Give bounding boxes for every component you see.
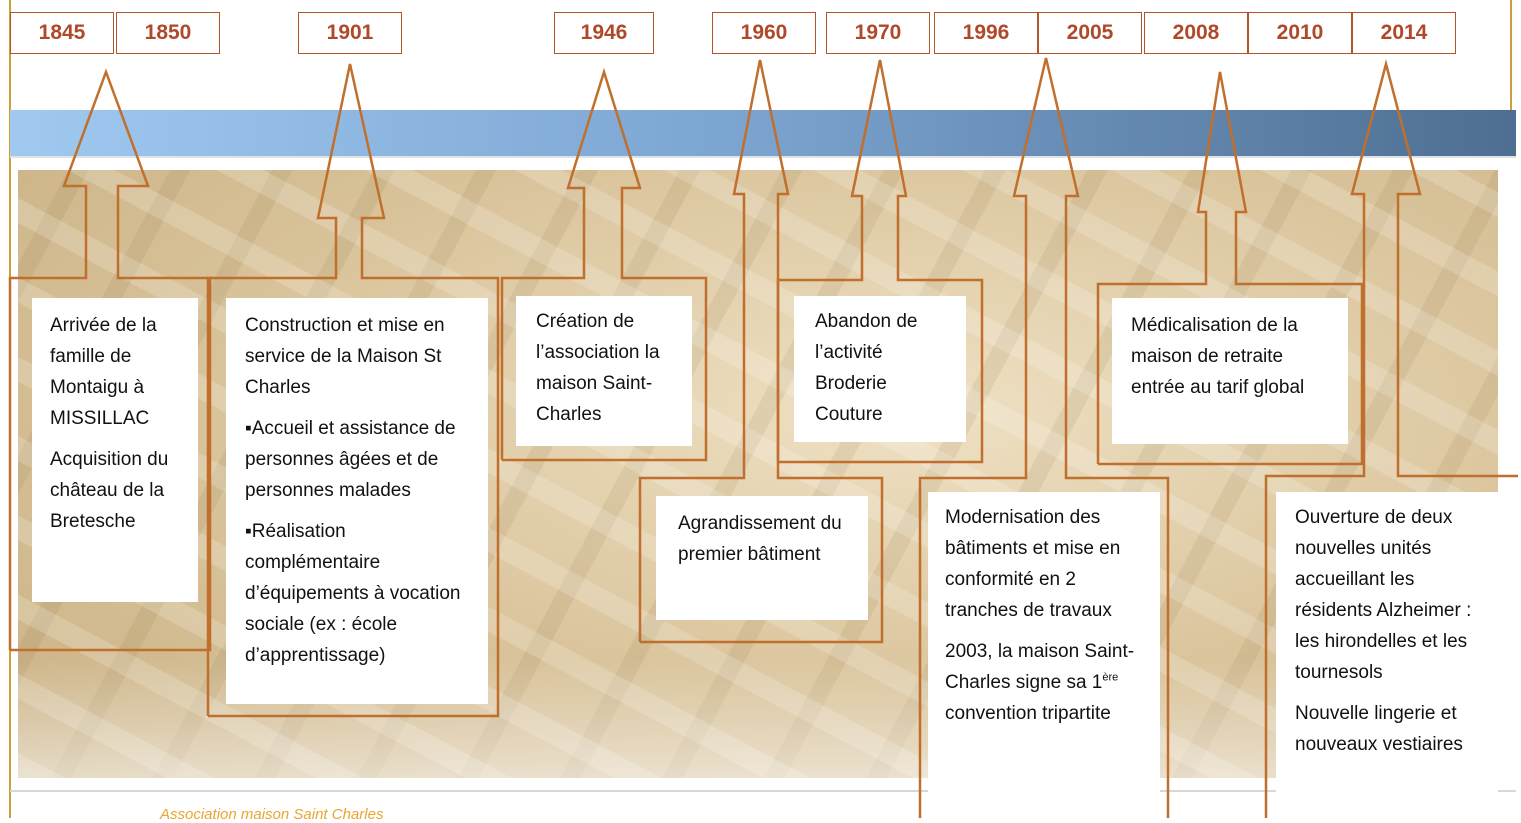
event-2005-text-1: Modernisation des bâtiments et mise en c…: [945, 507, 1121, 621]
year-1850: 1850: [116, 12, 220, 54]
event-1970-text-1: Abandon de l’activité Broderie Couture: [815, 311, 918, 425]
footer-text: Association maison Saint Charles: [160, 806, 384, 823]
event-2005-text-2: 2003, la maison Saint-Charles signe sa 1…: [945, 636, 1143, 729]
event-2005-text-2b: convention tripartite: [945, 703, 1111, 724]
event-card-1960: Agrandissement du premier bâtiment: [656, 496, 868, 620]
year-1845: 1845: [10, 12, 114, 54]
event-1946-text-1: Création de l’association la maison Sain…: [536, 311, 660, 425]
year-1946: 1946: [554, 12, 654, 54]
year-1970: 1970: [826, 12, 930, 54]
event-1960-text-1: Agrandissement du premier bâtiment: [678, 513, 842, 565]
event-1845-text-1: Arrivée de la famille de Montaigu à MISS…: [50, 315, 157, 429]
event-1901-text-2: ▪Accueil et assistance de personnes âgée…: [245, 418, 456, 501]
event-2008-text-1: Médicalisation de la maison de retraite …: [1131, 315, 1305, 398]
event-1901-text-3: ▪Réalisation complémentaire d’équipement…: [245, 521, 461, 666]
year-2008: 2008: [1144, 12, 1248, 54]
event-2005-text-2a: 2003, la maison Saint-Charles signe sa 1: [945, 641, 1135, 693]
year-1960: 1960: [712, 12, 816, 54]
event-card-2014: Ouverture de deux nouvelles unités accue…: [1276, 492, 1498, 818]
year-1901: 1901: [298, 12, 402, 54]
right-frame-line: [1510, 0, 1512, 110]
event-2014-text-1: Ouverture de deux nouvelles unités accue…: [1295, 507, 1472, 683]
event-card-1946: Création de l’association la maison Sain…: [516, 296, 692, 446]
event-1845-text-2: Acquisition du château de la Bretesche: [50, 449, 169, 532]
year-2014: 2014: [1352, 12, 1456, 54]
event-card-2005: Modernisation des bâtiments et mise en c…: [928, 492, 1160, 818]
event-2014-text-2: Nouvelle lingerie et nouveaux vestiaires: [1295, 703, 1463, 755]
event-2005-superscript: ère: [1102, 671, 1119, 684]
event-card-1845: Arrivée de la famille de Montaigu à MISS…: [32, 298, 198, 602]
event-1901-text-1: Construction et mise en service de la Ma…: [245, 315, 445, 398]
event-card-1901: Construction et mise en service de la Ma…: [226, 298, 488, 704]
footer-divider: [10, 790, 1516, 792]
event-card-1970: Abandon de l’activité Broderie Couture: [794, 296, 966, 442]
year-1996: 1996: [934, 12, 1038, 54]
year-2010: 2010: [1248, 12, 1352, 54]
event-card-2008: Médicalisation de la maison de retraite …: [1112, 298, 1348, 444]
header-band: [10, 110, 1516, 158]
year-2005: 2005: [1038, 12, 1142, 54]
